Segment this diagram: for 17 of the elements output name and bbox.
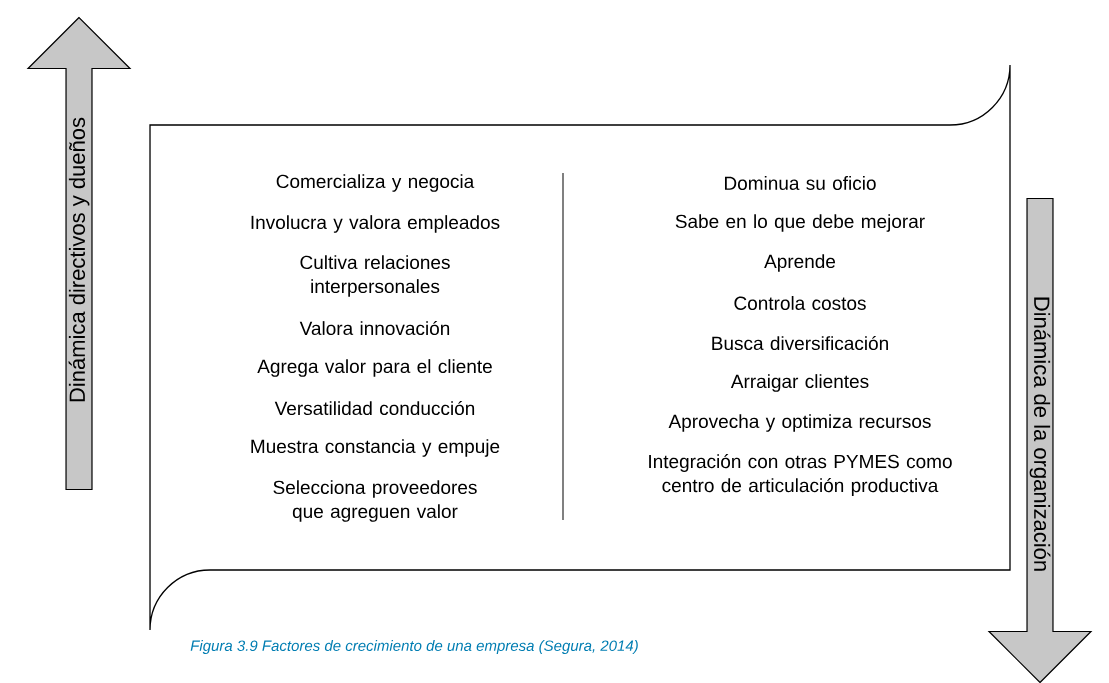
list-item: Dominua su oficio — [725, 176, 876, 190]
caption: Figura 3.9 Factores de crecimiento de una empresa (Segura, 2014) — [190, 640, 638, 654]
list-item: Comercializa y negocia — [276, 174, 475, 192]
list-item: Busca diversificación — [712, 335, 888, 351]
list-item: Selecciona proveedores que agreguen valor — [273, 480, 477, 522]
list-item: Agrega valor para el cliente — [257, 359, 492, 377]
list-item: Versatilidad conducción — [274, 400, 475, 416]
list-item: Sabe en lo que debe mejorar — [675, 214, 925, 232]
list-item: Valora innovación — [299, 320, 450, 336]
list-item: Aprovecha y optimiza recursos — [668, 414, 931, 432]
list-item: Integración con otras PYMES como centro de articulación productiva — [649, 454, 952, 496]
list-item: Aprende — [764, 254, 836, 272]
list-item: Cultiva relaciones interpersonales — [300, 255, 450, 297]
list-item: Controla costos — [734, 296, 866, 310]
list-item: Arraigar clientes — [730, 374, 869, 392]
list-item: Muestra constancia y empuje — [251, 439, 500, 457]
list-item: Involucra y valora empleados — [251, 215, 500, 233]
